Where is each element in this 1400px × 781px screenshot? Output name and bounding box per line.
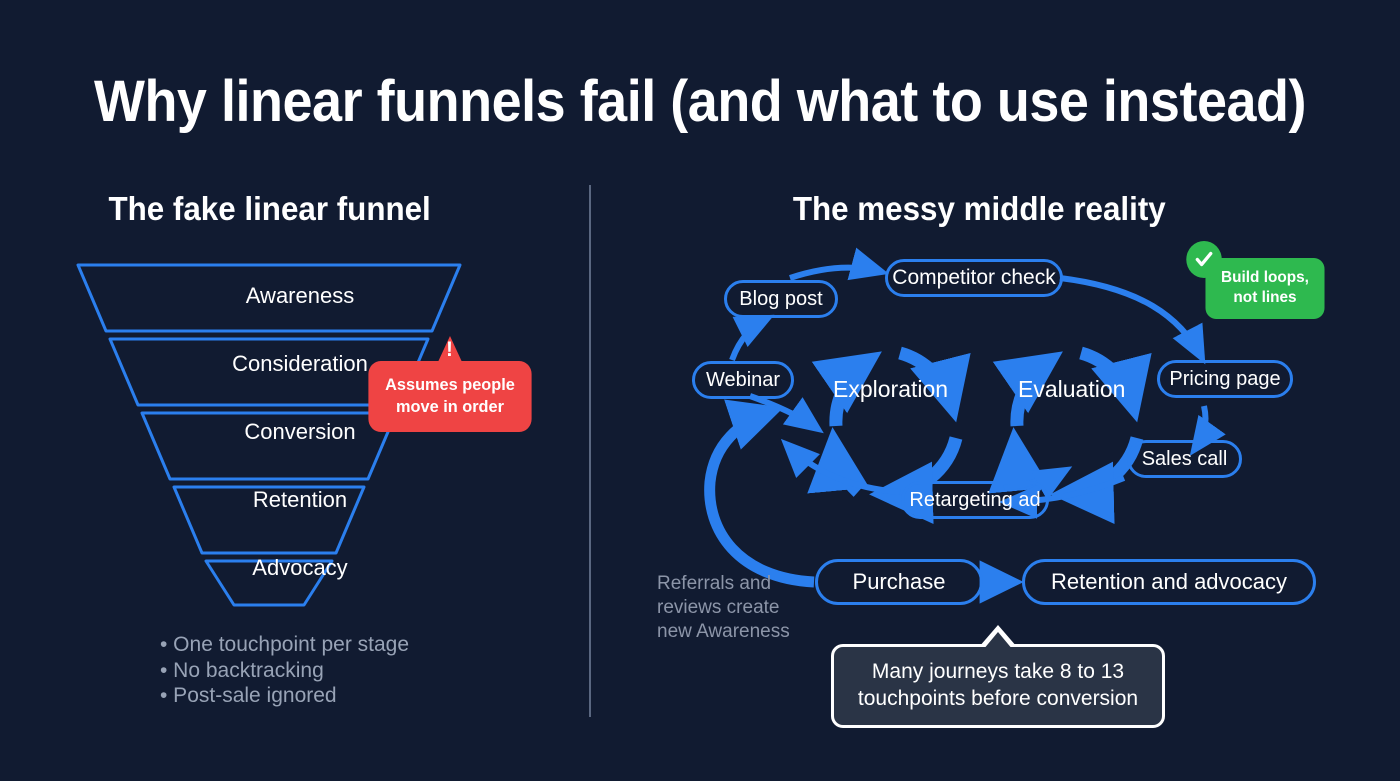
panel-divider [589, 185, 591, 717]
node-blog-post[interactable]: Blog post [724, 280, 838, 318]
node-label: Retargeting ad [909, 488, 1041, 511]
right-panel-heading: The messy middle reality [792, 190, 1166, 227]
funnel-critique-list: • One touchpoint per stage • No backtrac… [160, 632, 409, 709]
success-line-1: Build loops, [1221, 269, 1309, 286]
node-label: Retention and advocacy [1050, 569, 1288, 594]
edge-competitor-pricing [1059, 275, 1206, 365]
funnel-segment-awareness [76, 263, 462, 333]
tooltip-line-1: Many journeys take 8 to 13 [871, 660, 1125, 683]
check-circle-icon [1186, 241, 1222, 278]
node-label: Pricing page [1169, 367, 1281, 390]
list-item: • Post-sale ignored [160, 684, 337, 707]
callout-pointer [437, 336, 463, 363]
evaluation-loop [992, 346, 1152, 525]
funnel-segment-advocacy [204, 559, 334, 607]
exclamation-icon: ! [446, 338, 453, 361]
warning-callout: ! Assumes people move in order [368, 336, 532, 432]
funnel-shape [76, 263, 462, 607]
edge-blogpost-competitor [789, 247, 889, 281]
funnel-segment-retention [172, 485, 366, 555]
node-retention-advocacy[interactable]: Retention and advocacy [1022, 559, 1316, 605]
funnel-segment-conversion [140, 411, 398, 481]
tooltip-pointer-fill [983, 632, 1013, 650]
success-callout: Build loops, not lines [1186, 241, 1325, 319]
node-label: Purchase [852, 569, 946, 594]
node-pricing-page[interactable]: Pricing page [1157, 360, 1293, 398]
list-item: • No backtracking [160, 658, 324, 682]
node-sales-call[interactable]: Sales call [1127, 440, 1242, 478]
node-label: Blog post [739, 287, 823, 310]
success-line-2: not lines [1233, 289, 1297, 306]
node-webinar[interactable]: Webinar [692, 361, 794, 399]
node-competitor-check[interactable]: Competitor check [885, 259, 1063, 297]
page-title: Why linear funnels fail (and what to use… [94, 69, 1306, 134]
exploration-loop [811, 346, 971, 525]
node-label: Webinar [705, 368, 781, 391]
warning-line-2: move in order [396, 397, 504, 416]
node-retargeting-ad[interactable]: Retargeting ad [901, 481, 1049, 519]
stat-tooltip: Many journeys take 8 to 13 touchpoints b… [831, 625, 1165, 728]
node-purchase[interactable]: Purchase [815, 559, 983, 605]
loop-label-exploration: Exploration [833, 376, 949, 402]
edge-webinar-blogpost [729, 314, 775, 362]
feedback-loop-note: Referrals and reviews create new Awarene… [657, 573, 790, 642]
messy-middle-map: Exploration Evaluation Blog post Competi… [600, 230, 1400, 650]
left-panel-heading: The fake linear funnel [108, 190, 431, 227]
loop-label-evaluation: Evaluation [1018, 376, 1126, 402]
list-item: • One touchpoint per stage [160, 633, 410, 656]
warning-line-1: Assumes people [385, 375, 515, 394]
tooltip-line-2: touchpoints before conversion [857, 687, 1139, 710]
node-label: Sales call [1141, 447, 1228, 470]
edge-retargeting-exploration [780, 438, 901, 495]
edge-purchase-awareness-loop [704, 399, 815, 588]
node-label: Competitor check [892, 266, 1056, 289]
